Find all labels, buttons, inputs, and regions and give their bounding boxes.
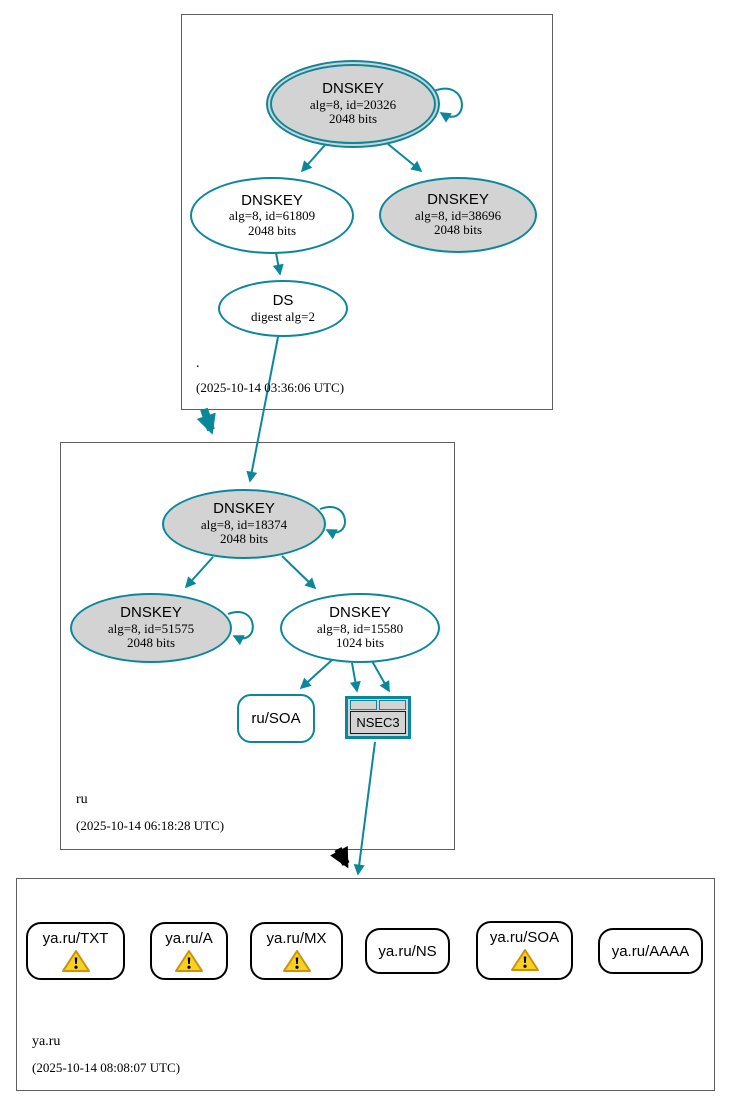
record-label: ya.ru/TXT <box>42 929 109 947</box>
nsec3-rrsig-cell <box>379 700 406 710</box>
nsec3-label: NSEC3 <box>350 711 406 734</box>
zone-timestamp-root: (2025-10-14 03:36:06 UTC) <box>196 380 345 395</box>
warning-icon <box>282 949 311 972</box>
node-detail: alg=8, id=38696 <box>414 207 502 223</box>
node-root-dnskey-61809[interactable]: DNSKEY alg=8, id=61809 2048 bits <box>190 177 354 254</box>
node-title: DS <box>272 291 294 309</box>
node-ya-ru-mx[interactable]: ya.ru/MX <box>250 922 343 980</box>
node-root-ds[interactable]: DS digest alg=2 <box>218 280 348 337</box>
node-ya-ru-a[interactable]: ya.ru/A <box>150 922 228 980</box>
node-ru-soa[interactable]: ru/SOA <box>237 694 315 743</box>
node-detail: digest alg=2 <box>250 308 316 324</box>
warning-icon <box>175 949 203 972</box>
node-detail: alg=8, id=51575 <box>107 620 195 636</box>
zone-box-root <box>181 14 553 410</box>
edge-insecure-delegation-ru-to-ya-ru <box>330 846 350 869</box>
zone-label-ru: ru <box>76 792 88 807</box>
nsec3-rrsig-cells <box>350 700 406 710</box>
edge-secure-delegation-root-to-ru <box>196 407 216 435</box>
record-label: ya.ru/NS <box>378 942 437 960</box>
node-ru-dnskey-15580[interactable]: DNSKEY alg=8, id=15580 1024 bits <box>280 593 440 663</box>
zone-timestamp-ya-ru: (2025-10-14 08:08:07 UTC) <box>32 1060 181 1075</box>
node-label: ru/SOA <box>251 710 301 727</box>
node-title: DNSKEY <box>241 191 303 209</box>
node-ru-nsec3[interactable]: NSEC3 <box>345 696 411 739</box>
node-title: DNSKEY <box>427 191 489 209</box>
warning-icon <box>61 949 90 972</box>
node-ru-dnskey-18374[interactable]: DNSKEY alg=8, id=18374 2048 bits <box>162 489 326 559</box>
node-bits: 2048 bits <box>219 531 269 547</box>
node-ru-dnskey-51575[interactable]: DNSKEY alg=8, id=51575 2048 bits <box>70 593 232 663</box>
node-ya-ru-aaaa[interactable]: ya.ru/AAAA <box>598 928 703 974</box>
node-bits: 2048 bits <box>126 635 176 651</box>
node-detail: alg=8, id=18374 <box>200 516 288 532</box>
node-title: DNSKEY <box>120 604 182 622</box>
node-root-dnskey-20326[interactable]: DNSKEY alg=8, id=20326 2048 bits <box>266 60 440 148</box>
record-label: ya.ru/A <box>165 929 213 947</box>
zone-timestamp-ru: (2025-10-14 06:18:28 UTC) <box>76 818 225 833</box>
record-label: ya.ru/MX <box>266 929 327 947</box>
record-label: ya.ru/AAAA <box>611 942 690 960</box>
zone-box-ya-ru <box>16 878 715 1091</box>
zone-label-root: . <box>196 356 200 371</box>
node-ya-ru-soa[interactable]: ya.ru/SOA <box>476 921 573 980</box>
record-label: ya.ru/SOA <box>489 929 560 946</box>
nsec3-rrsig-cell <box>350 700 377 710</box>
node-bits: 2048 bits <box>247 222 297 238</box>
node-title: DNSKEY <box>213 500 275 518</box>
node-ya-ru-txt[interactable]: ya.ru/TXT <box>26 922 125 980</box>
node-ya-ru-ns[interactable]: ya.ru/NS <box>365 928 450 974</box>
node-title: DNSKEY <box>322 80 384 98</box>
node-detail: alg=8, id=61809 <box>228 208 316 224</box>
node-bits: 2048 bits <box>433 222 483 238</box>
node-bits: 2048 bits <box>328 111 378 127</box>
zone-label-ya-ru: ya.ru <box>32 1034 61 1049</box>
warning-icon <box>510 949 539 971</box>
node-bits: 1024 bits <box>335 635 385 651</box>
node-detail: alg=8, id=15580 <box>316 620 404 636</box>
node-title: DNSKEY <box>329 604 391 622</box>
node-detail: alg=8, id=20326 <box>309 96 397 112</box>
node-root-dnskey-38696[interactable]: DNSKEY alg=8, id=38696 2048 bits <box>379 177 537 253</box>
